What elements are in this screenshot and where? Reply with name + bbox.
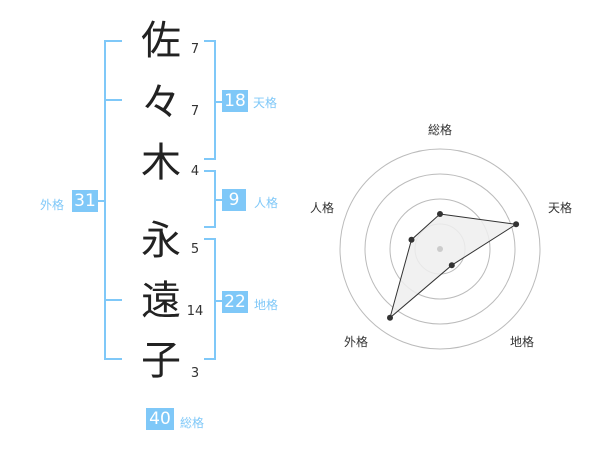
radar-ring <box>339 148 541 350</box>
name-char-6: 子 <box>141 338 181 384</box>
radar-point-tenkaku <box>513 221 520 228</box>
radar-point-chikaku <box>448 262 455 269</box>
radar-ring <box>389 198 491 300</box>
soukaku-badge: 40 <box>146 408 174 430</box>
stroke-count-6: 3 <box>190 366 200 381</box>
radar-label-chikaku: 地格 <box>510 334 534 349</box>
name-char-4: 永 <box>141 218 181 264</box>
chikaku-label: 地格 <box>254 298 279 312</box>
radar-point-gaikaku <box>387 314 393 321</box>
name-char-1: 佐 <box>141 18 181 64</box>
jinkaku-label: 人格 <box>254 196 279 210</box>
name-char-3: 木 <box>141 140 181 186</box>
stroke-count-3: 4 <box>190 164 200 179</box>
stroke-count-4: 5 <box>190 242 200 257</box>
stroke-count-5: 14 <box>186 304 204 319</box>
gaikaku-badge: 31 <box>72 190 98 212</box>
chikaku-badge: 22 <box>222 291 248 313</box>
stroke-count-1: 7 <box>190 42 200 57</box>
radar-center-point <box>437 246 443 252</box>
radar-label-jinkaku: 人格 <box>310 200 334 215</box>
tenkaku-badge: 18 <box>222 90 248 112</box>
radar-label-gaikaku: 外格 <box>344 334 368 349</box>
radar-area <box>389 213 518 320</box>
radar-label-tenkaku: 天格 <box>548 200 572 215</box>
radar-point-soukaku <box>437 211 443 217</box>
radar-point-jinkaku <box>408 236 415 243</box>
gaikaku-label: 外格 <box>40 198 65 212</box>
soukaku-label: 総格 <box>180 416 205 430</box>
name-char-2: 々 <box>141 80 181 126</box>
tenkaku-label: 天格 <box>253 96 278 110</box>
jinkaku-badge: 9 <box>222 189 246 211</box>
stroke-count-2: 7 <box>190 104 200 119</box>
radar-label-soukaku: 総格 <box>428 122 452 137</box>
name-char-5: 遠 <box>141 278 181 324</box>
radar-chart: 総格 天格 地格 外格 人格 <box>310 122 572 350</box>
radar-ring <box>364 173 516 325</box>
